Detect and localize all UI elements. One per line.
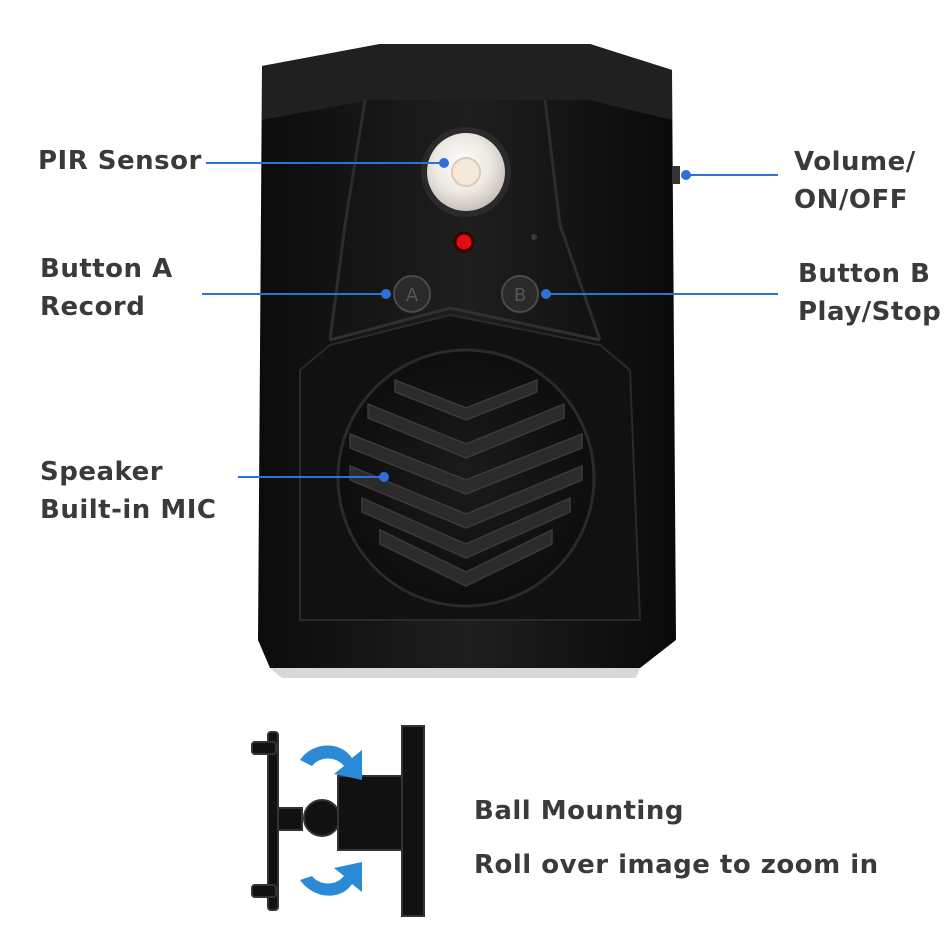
volume-label: Volume/ ON/OFF: [794, 143, 916, 219]
zoom-hint[interactable]: Roll over image to zoom in: [474, 846, 879, 884]
pir-sensor-label: PIR Sensor: [38, 142, 202, 180]
volume-line2: ON/OFF: [794, 185, 908, 215]
pir-sensor-dome: [421, 127, 511, 217]
button-a-line2: Record: [40, 292, 146, 322]
button-b[interactable]: B: [501, 275, 539, 313]
button-a-line1: Button A: [40, 254, 173, 284]
leader-lines: [202, 158, 778, 482]
ball-mounting-label: Ball Mounting: [474, 792, 684, 830]
button-b-label: Button B Play/Stop: [798, 255, 941, 331]
button-b-line2: Play/Stop: [798, 297, 942, 327]
button-b-line1: Button B: [798, 259, 931, 289]
ball-mount: [251, 725, 425, 917]
speaker-label: Speaker Built-in MIC: [40, 453, 216, 529]
button-a-label: Button A Record: [40, 250, 173, 326]
pir-sensor-text: PIR Sensor: [38, 146, 202, 176]
ball-mounting-text: Ball Mounting: [474, 796, 684, 826]
speaker-line1: Speaker: [40, 457, 164, 487]
speaker-line2: Built-in MIC: [40, 495, 217, 525]
button-a-glyph: A: [406, 285, 419, 306]
led-indicator: [453, 231, 475, 253]
mic-hole: [531, 234, 537, 240]
rotation-arrows: [300, 745, 362, 896]
volume-switch[interactable]: [672, 166, 680, 184]
zoom-hint-text: Roll over image to zoom in: [474, 850, 879, 880]
volume-line1: Volume/: [794, 147, 916, 177]
speaker-grille: [336, 348, 596, 608]
button-a[interactable]: A: [393, 275, 431, 313]
button-b-glyph: B: [514, 285, 526, 306]
